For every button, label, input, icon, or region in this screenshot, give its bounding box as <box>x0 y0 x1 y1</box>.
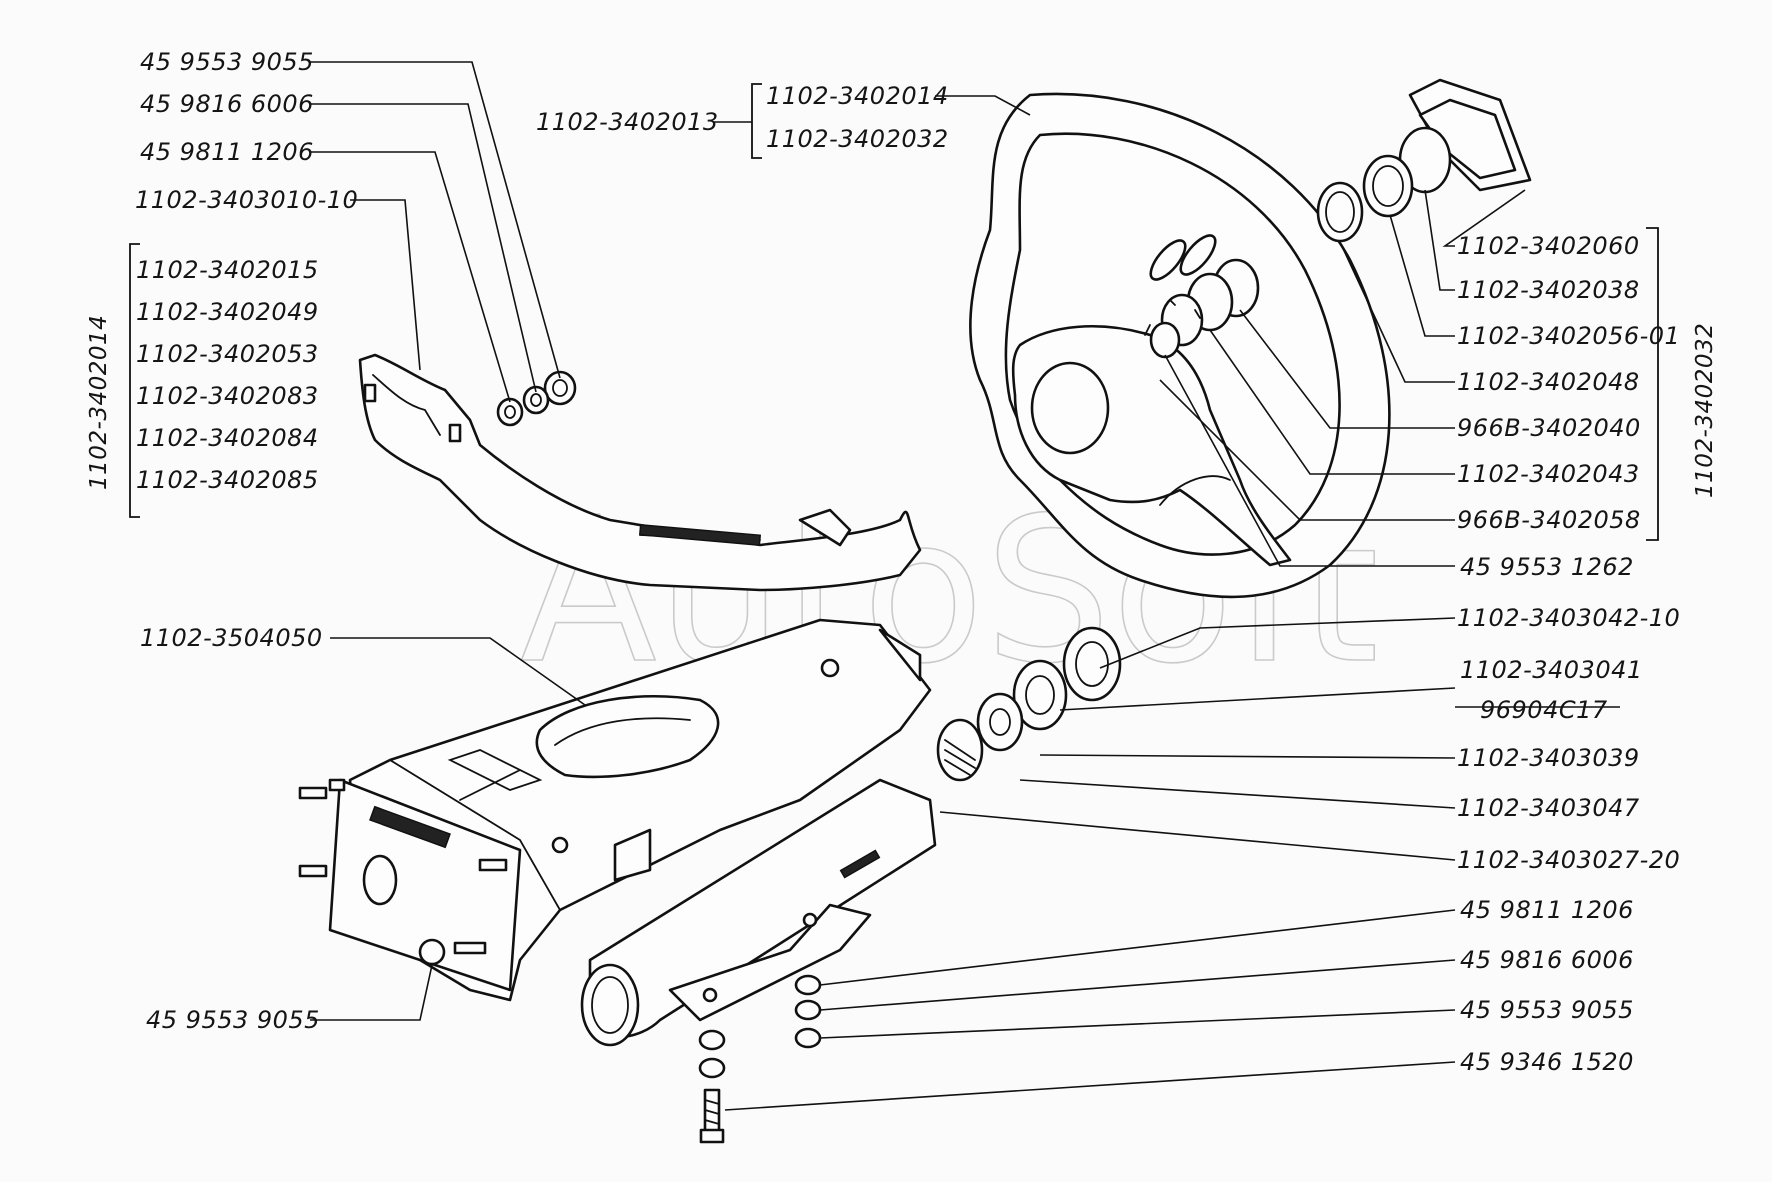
left-group-item: 1102-3402084 <box>136 424 319 452</box>
steering-wheel <box>969 78 1532 599</box>
right-group-item: 1102-3402043 <box>1457 460 1640 488</box>
label-r8: 45 9816 6006 <box>1460 946 1634 974</box>
label-nut-top: 45 9553 9055 <box>140 48 314 76</box>
upper-bracket <box>358 353 922 592</box>
label-washer-spring-top: 45 9816 6006 <box>140 90 314 118</box>
right-group-item: 1102-3402060 <box>1457 232 1640 260</box>
right-group-item: 966В-3402058 <box>1457 506 1641 534</box>
left-group-brace <box>129 243 140 518</box>
label-r3-bottom: 96904С17 <box>1480 696 1608 724</box>
right-group-brace <box>1646 227 1659 541</box>
label-r6: 1102-3403027-20 <box>1457 846 1680 874</box>
leader-lines <box>310 61 1620 1111</box>
left-group-item: 1102-3402015 <box>136 256 319 284</box>
label-r2: 1102-3403042-10 <box>1457 604 1680 632</box>
right-group-item: 1102-3402056-01 <box>1457 322 1680 350</box>
left-group-item: 1102-3402085 <box>136 466 319 494</box>
label-pedal-bracket: 1102-3504050 <box>140 624 323 652</box>
right-group-item: 966В-3402040 <box>1457 414 1641 442</box>
wheel-group-title: 1102-3402013 <box>536 108 719 136</box>
steering-column-tube <box>580 626 1122 1144</box>
label-bottom-nut: 45 9553 9055 <box>146 1006 320 1034</box>
label-r4: 1102-3403039 <box>1457 744 1640 772</box>
left-group-item: 1102-3402053 <box>136 340 319 368</box>
wheel-group-item: 1102-3402014 <box>766 82 949 110</box>
label-bracket: 1102-3403010-10 <box>135 186 358 214</box>
wheel-group-item: 1102-3402032 <box>766 125 949 153</box>
label-r7: 45 9811 1206 <box>1460 896 1634 924</box>
left-group-item: 1102-3402049 <box>136 298 319 326</box>
wheel-group-brace <box>751 83 762 159</box>
label-r10: 45 9346 1520 <box>1460 1048 1634 1076</box>
right-group-item: 1102-3402038 <box>1457 276 1640 304</box>
label-washer-top: 45 9811 1206 <box>140 138 314 166</box>
label-r3-top: 1102-3403041 <box>1460 656 1643 684</box>
label-r5: 1102-3403047 <box>1457 794 1640 822</box>
label-r1: 45 9553 1262 <box>1460 553 1634 581</box>
left-group-item: 1102-3402083 <box>136 382 319 410</box>
label-r9: 45 9553 9055 <box>1460 996 1634 1024</box>
right-group-title: 1102-3402032 <box>1692 323 1718 498</box>
pedal-bracket <box>298 618 932 1002</box>
right-group-item: 1102-3402048 <box>1457 368 1640 396</box>
left-group-title: 1102-3402014 <box>86 315 112 490</box>
